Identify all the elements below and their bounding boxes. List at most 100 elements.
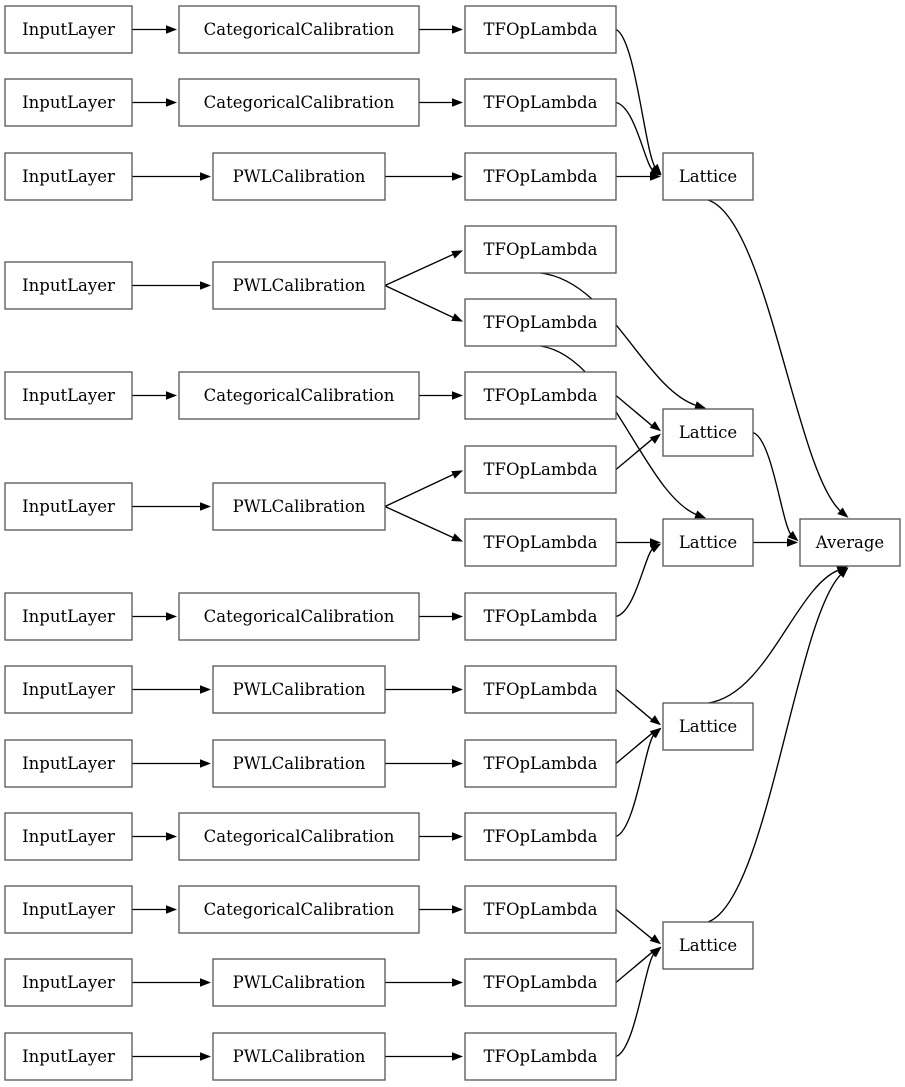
edge-op8-to-lat3 bbox=[616, 538, 661, 547]
node-box bbox=[4, 885, 133, 934]
node-tfop-lambda-op2[interactable]: TFOpLambda bbox=[464, 78, 617, 127]
node-label: CategoricalCalibration bbox=[204, 900, 395, 919]
edge-cal6-to-op8 bbox=[384, 505, 463, 542]
edge-in12-to-cal12 bbox=[132, 978, 211, 987]
edge-in4-to-cal4 bbox=[132, 281, 211, 290]
node-label: TFOpLambda bbox=[484, 313, 598, 332]
node-label: TFOpLambda bbox=[484, 20, 598, 39]
edge-in13-to-cal13 bbox=[132, 1052, 211, 1061]
node-lattice-lat2[interactable]: Lattice bbox=[662, 408, 754, 457]
node-tfop-lambda-op11[interactable]: TFOpLambda bbox=[464, 739, 617, 788]
node-input-layer-in8[interactable]: InputLayer bbox=[4, 665, 133, 714]
node-label: PWLCalibration bbox=[233, 1047, 366, 1066]
node-input-layer-in6[interactable]: InputLayer bbox=[4, 482, 133, 531]
node-lattice-lat3[interactable]: Lattice bbox=[662, 518, 754, 567]
node-input-layer-in10[interactable]: InputLayer bbox=[4, 812, 133, 861]
edge-line bbox=[615, 908, 653, 940]
node-categorical-calibration-cal7[interactable]: CategoricalCalibration bbox=[178, 592, 420, 641]
node-categorical-calibration-cal5[interactable]: CategoricalCalibration bbox=[178, 371, 420, 420]
edge-in6-to-cal6 bbox=[132, 502, 211, 511]
node-label: TFOpLambda bbox=[484, 167, 598, 186]
edge-line bbox=[540, 272, 698, 407]
edge-in11-to-cal11 bbox=[132, 905, 177, 914]
arrow-head-icon bbox=[200, 172, 211, 181]
node-tfop-lambda-op9[interactable]: TFOpLambda bbox=[464, 592, 617, 641]
node-tfop-lambda-op4[interactable]: TFOpLambda bbox=[464, 225, 617, 274]
node-input-layer-in9[interactable]: InputLayer bbox=[4, 739, 133, 788]
node-tfop-lambda-op7[interactable]: TFOpLambda bbox=[464, 445, 617, 494]
edge-op6-to-lat2 bbox=[615, 394, 661, 432]
edge-cal8-to-op10 bbox=[385, 685, 463, 694]
node-box bbox=[4, 812, 133, 861]
arrow-head-icon bbox=[166, 25, 177, 34]
node-tfop-lambda-op10[interactable]: TFOpLambda bbox=[464, 665, 617, 714]
node-tfop-lambda-op13[interactable]: TFOpLambda bbox=[464, 885, 617, 934]
node-pwlcalibration-cal4[interactable]: PWLCalibration bbox=[212, 261, 386, 310]
edge-cal4-to-op5 bbox=[384, 284, 463, 322]
node-box bbox=[464, 5, 617, 54]
arrow-head-icon bbox=[452, 172, 463, 181]
node-tfop-lambda-op8[interactable]: TFOpLambda bbox=[464, 518, 617, 567]
arrow-head-icon bbox=[451, 470, 463, 479]
node-tfop-lambda-op12[interactable]: TFOpLambda bbox=[464, 812, 617, 861]
node-label: Lattice bbox=[679, 936, 737, 955]
node-average-avg[interactable]: Average bbox=[799, 518, 901, 567]
node-input-layer-in5[interactable]: InputLayer bbox=[4, 371, 133, 420]
node-pwlcalibration-cal13[interactable]: PWLCalibration bbox=[212, 1032, 386, 1081]
node-box bbox=[464, 371, 617, 420]
edge-lat3-to-avg bbox=[753, 538, 798, 547]
node-categorical-calibration-cal1[interactable]: CategoricalCalibration bbox=[178, 5, 420, 54]
node-input-layer-in1[interactable]: InputLayer bbox=[4, 5, 133, 54]
node-categorical-calibration-cal10[interactable]: CategoricalCalibration bbox=[178, 812, 420, 861]
arrow-head-icon bbox=[200, 1052, 211, 1061]
edge-line bbox=[615, 438, 653, 471]
node-pwlcalibration-cal9[interactable]: PWLCalibration bbox=[212, 739, 386, 788]
node-lattice-lat5[interactable]: Lattice bbox=[662, 921, 754, 970]
arrow-head-icon bbox=[166, 612, 177, 621]
edge-line bbox=[615, 28, 657, 169]
node-input-layer-in4[interactable]: InputLayer bbox=[4, 261, 133, 310]
node-tfop-lambda-op5[interactable]: TFOpLambda bbox=[464, 298, 617, 347]
node-label: TFOpLambda bbox=[484, 1047, 598, 1066]
node-label: PWLCalibration bbox=[233, 754, 366, 773]
node-tfop-lambda-op3[interactable]: TFOpLambda bbox=[464, 152, 617, 201]
arrow-head-icon bbox=[452, 612, 463, 621]
node-pwlcalibration-cal12[interactable]: PWLCalibration bbox=[212, 958, 386, 1007]
node-label: TFOpLambda bbox=[484, 680, 598, 699]
node-categorical-calibration-cal11[interactable]: CategoricalCalibration bbox=[178, 885, 420, 934]
edge-line bbox=[384, 505, 455, 539]
node-box bbox=[4, 592, 133, 641]
node-tfop-lambda-op1[interactable]: TFOpLambda bbox=[464, 5, 617, 54]
edge-op2-to-lat1 bbox=[615, 101, 662, 176]
node-label: InputLayer bbox=[22, 607, 115, 626]
node-label: InputLayer bbox=[22, 680, 115, 699]
node-box bbox=[464, 885, 617, 934]
node-label: TFOpLambda bbox=[484, 754, 598, 773]
node-tfop-lambda-op6[interactable]: TFOpLambda bbox=[464, 371, 617, 420]
node-input-layer-in13[interactable]: InputLayer bbox=[4, 1032, 133, 1081]
node-input-layer-in7[interactable]: InputLayer bbox=[4, 592, 133, 641]
node-input-layer-in12[interactable]: InputLayer bbox=[4, 958, 133, 1007]
node-input-layer-in11[interactable]: InputLayer bbox=[4, 885, 133, 934]
arrow-head-icon bbox=[650, 946, 662, 958]
edge-in7-to-cal7 bbox=[132, 612, 177, 621]
node-lattice-lat1[interactable]: Lattice bbox=[662, 152, 754, 201]
node-input-layer-in3[interactable]: InputLayer bbox=[4, 152, 133, 201]
node-label: InputLayer bbox=[22, 827, 115, 846]
edge-op5-to-lat3 bbox=[540, 345, 707, 519]
node-lattice-lat4[interactable]: Lattice bbox=[662, 702, 754, 751]
node-pwlcalibration-cal8[interactable]: PWLCalibration bbox=[212, 665, 386, 714]
edge-cal1-to-op1 bbox=[419, 25, 463, 34]
node-pwlcalibration-cal3[interactable]: PWLCalibration bbox=[212, 152, 386, 201]
node-label: InputLayer bbox=[22, 20, 115, 39]
node-input-layer-in2[interactable]: InputLayer bbox=[4, 78, 133, 127]
arrow-head-icon bbox=[452, 98, 463, 107]
edge-line bbox=[707, 572, 843, 923]
node-box bbox=[178, 5, 420, 54]
node-label: InputLayer bbox=[22, 973, 115, 992]
node-tfop-lambda-op15[interactable]: TFOpLambda bbox=[464, 1032, 617, 1081]
node-pwlcalibration-cal6[interactable]: PWLCalibration bbox=[212, 482, 386, 531]
node-tfop-lambda-op14[interactable]: TFOpLambda bbox=[464, 958, 617, 1007]
node-categorical-calibration-cal2[interactable]: CategoricalCalibration bbox=[178, 78, 420, 127]
arrow-head-icon bbox=[451, 533, 463, 542]
